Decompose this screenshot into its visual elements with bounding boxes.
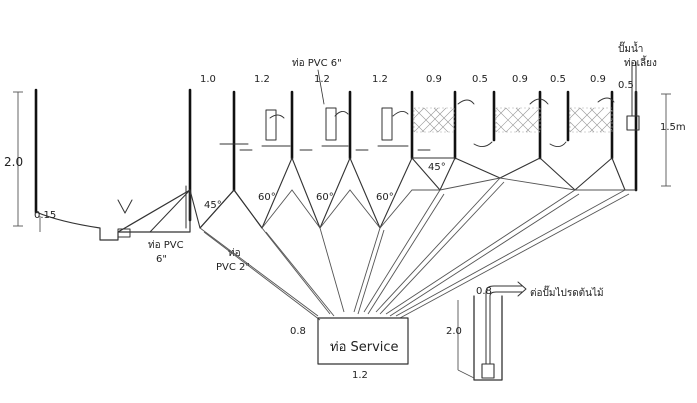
angle-labels: 45° 60° 60° 60° 45° xyxy=(204,162,446,211)
pump-unit xyxy=(626,61,640,131)
width-label-3: 1.2 xyxy=(314,74,330,85)
angle-label-3: 60° xyxy=(316,192,334,203)
water-depth-dimension: 1.5m xyxy=(660,93,686,187)
pvc-6-bottom-label-2: 6" xyxy=(156,254,167,265)
pump-label-2: ท่อเลี้ยง xyxy=(624,55,657,69)
compartment-width-labels: 1.0 1.2 1.2 1.2 0.9 0.5 0.9 0.5 0.9 0.5 xyxy=(200,74,634,91)
width-label-4: 1.2 xyxy=(372,74,388,85)
service-box: ท่อ Service 0.8 1.2 xyxy=(290,317,409,381)
angle-label-4: 60° xyxy=(376,192,394,203)
watering-pump-label: ต่อปั๊มไปรดต้นไม้ xyxy=(530,285,604,299)
pump-well-height-label: 2.0 xyxy=(446,326,462,337)
pump-well-width-label: 0.8 xyxy=(476,286,492,297)
width-label-7: 0.9 xyxy=(512,74,528,85)
tank-height-label: 2.0 xyxy=(4,155,23,169)
service-box-label: ท่อ Service xyxy=(330,340,399,355)
flow-arrows xyxy=(239,97,615,151)
pvc-2-label-2: PVC 2" xyxy=(216,262,250,273)
pump-well: 2.0 0.8 xyxy=(446,281,527,381)
filter-media-hatching xyxy=(413,107,613,133)
water-depth-label: 1.5m xyxy=(660,122,686,133)
width-label-5: 0.9 xyxy=(426,74,442,85)
width-label-10: 0.5 xyxy=(618,80,634,91)
pvc-6-top-label: ท่อ PVC 6" xyxy=(292,58,342,69)
angle-label-1: 45° xyxy=(204,200,222,211)
tank-height-dimension: 2.0 0.15 xyxy=(4,91,56,232)
pump-label-1: ปั๊มน้ำ xyxy=(618,41,643,55)
drain-lines xyxy=(199,177,630,321)
tank-bottom-offset-label: 0.15 xyxy=(34,210,56,221)
settling-tank xyxy=(34,88,192,241)
compartment-walls xyxy=(232,90,638,192)
pvc-6-bottom-label-1: ท่อ PVC xyxy=(148,240,184,251)
pvc-6-pipes xyxy=(219,107,409,147)
width-label-8: 0.5 xyxy=(550,74,566,85)
width-label-1: 1.0 xyxy=(200,74,216,85)
angle-label-2: 60° xyxy=(258,192,276,203)
hopper-bottoms xyxy=(189,157,637,229)
width-label-9: 0.9 xyxy=(590,74,606,85)
service-box-width-label: 1.2 xyxy=(352,370,368,381)
service-box-height-label: 0.8 xyxy=(290,326,306,337)
width-label-2: 1.2 xyxy=(254,74,270,85)
width-label-6: 0.5 xyxy=(472,74,488,85)
angle-label-5: 45° xyxy=(428,162,446,173)
